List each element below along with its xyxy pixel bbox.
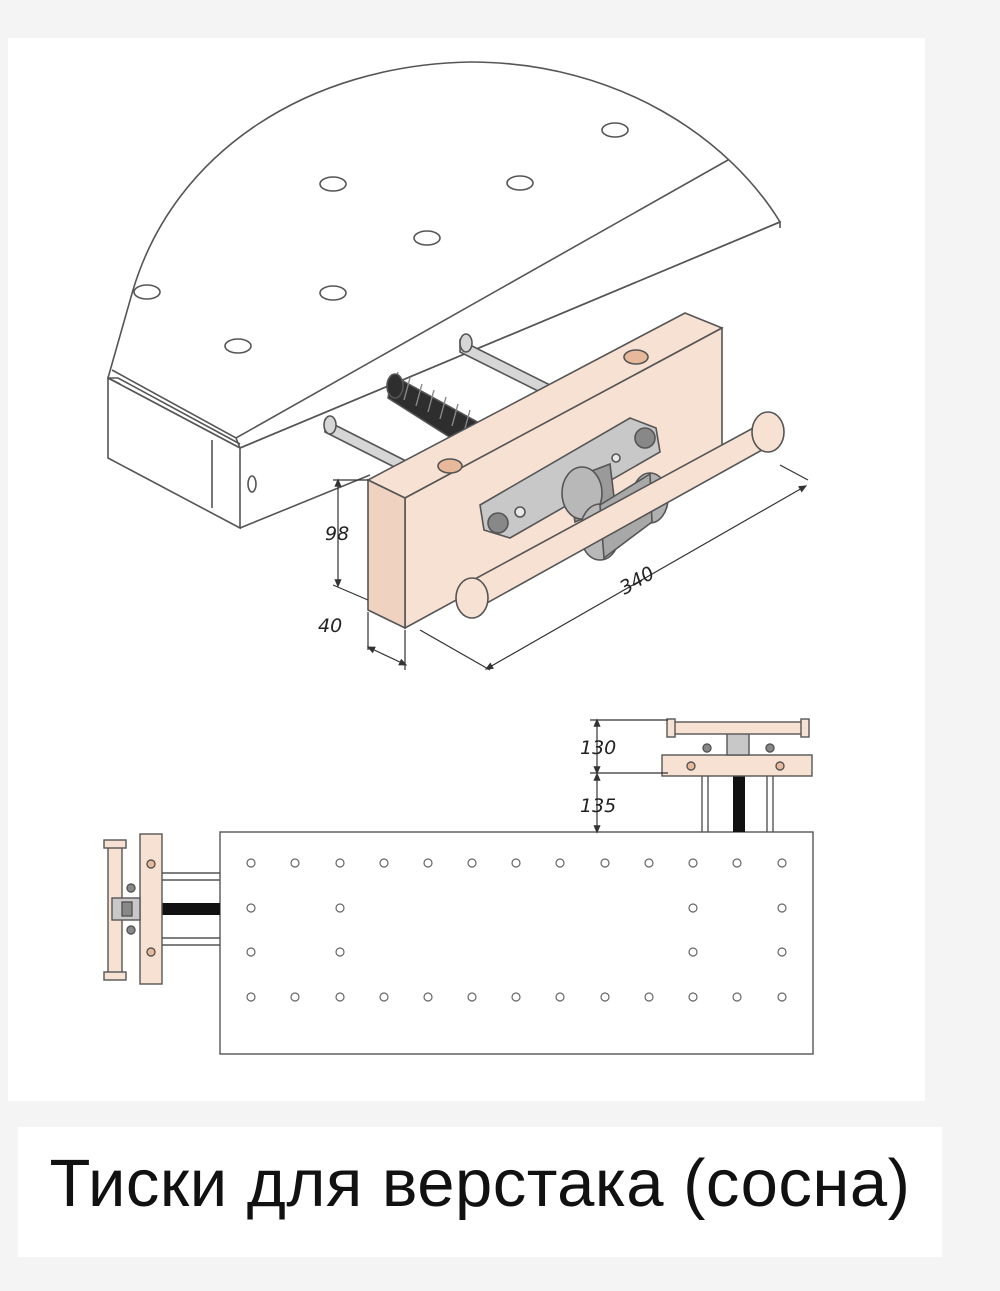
iso-dimensions (332, 464, 809, 671)
dim-length-label: 340 (616, 562, 658, 599)
isometric-view (107, 61, 809, 671)
side-vise (103, 833, 220, 985)
bench-plan (219, 831, 814, 1055)
dog-holes-top (133, 122, 629, 354)
bench-top (107, 61, 782, 449)
plan-dimensions (590, 718, 668, 834)
end-vise (661, 718, 813, 832)
side-hole (247, 475, 257, 493)
dim-handle-offset-label: 130 (580, 737, 616, 759)
dim-jaw-offset-label: 135 (580, 795, 616, 817)
dog-holes-plan (246, 858, 787, 1002)
caption-panel: Тиски для верстака (сосна) (18, 1127, 942, 1257)
top-view (103, 718, 814, 1055)
caption-title: Тиски для верстака (сосна) (49, 1146, 911, 1221)
dim-thickness-label: 40 (318, 615, 342, 637)
dim-height-label: 98 (325, 523, 349, 545)
